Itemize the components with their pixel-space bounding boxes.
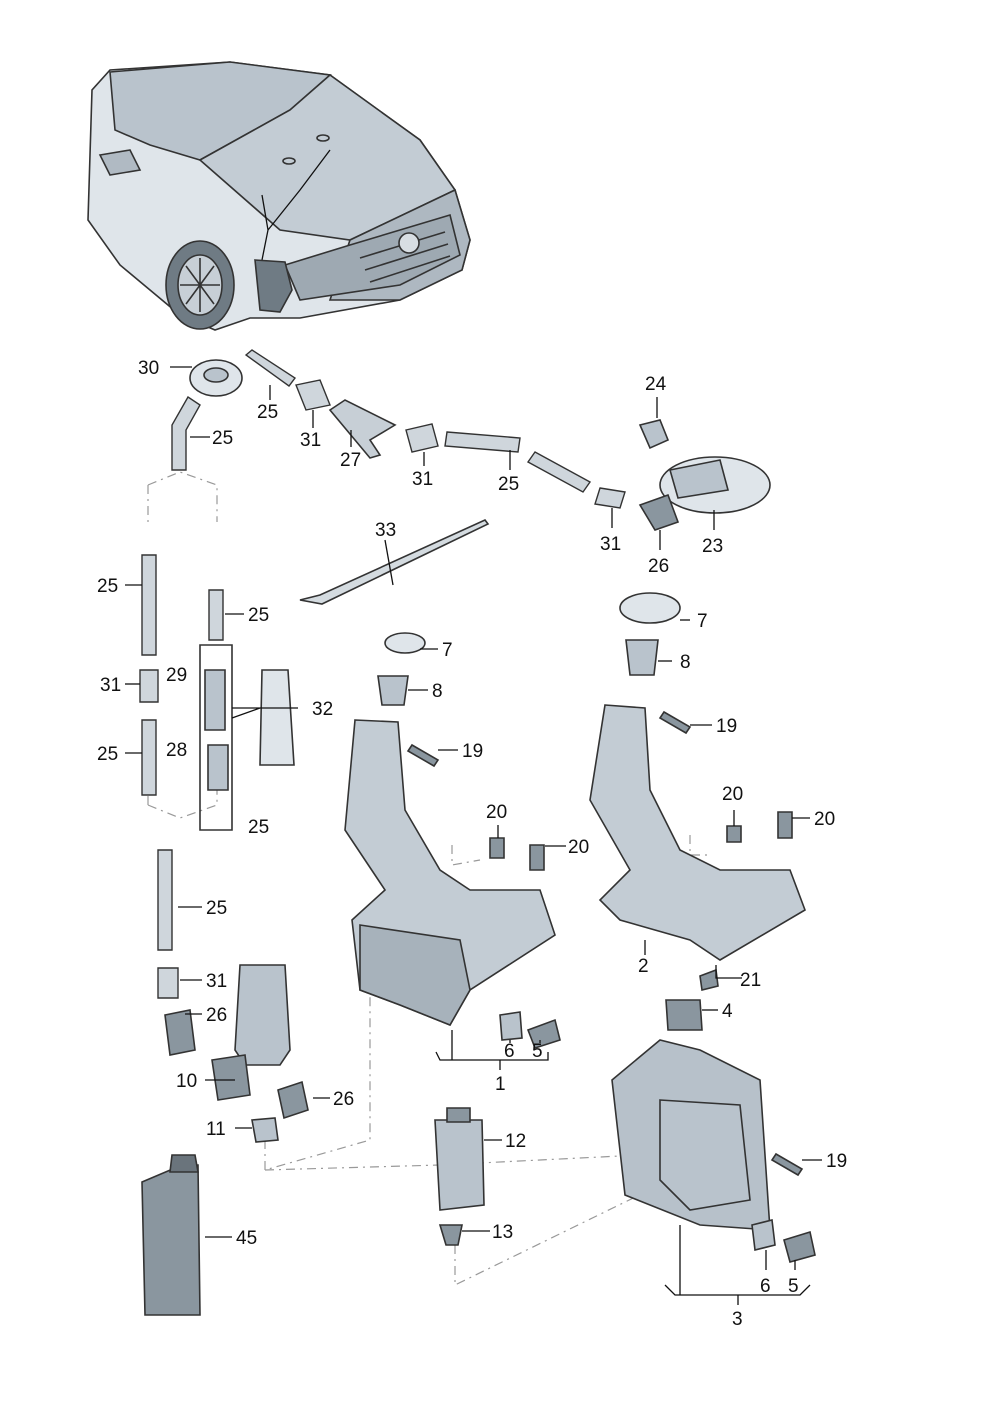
callout-19: 19 xyxy=(716,716,737,737)
callout-29: 29 xyxy=(166,665,187,686)
callout-13: 13 xyxy=(492,1222,513,1243)
callout-31: 31 xyxy=(412,469,433,490)
callout-30: 30 xyxy=(138,358,159,379)
pump-12 xyxy=(434,1107,485,1246)
callout-24: 24 xyxy=(645,374,667,395)
callout-25: 25 xyxy=(206,898,227,919)
callout-12: 12 xyxy=(505,1131,526,1152)
reservoir-2 xyxy=(589,592,816,1263)
callout-8: 8 xyxy=(680,652,691,673)
callout-31: 31 xyxy=(600,534,621,555)
callout-45: 45 xyxy=(236,1228,257,1249)
callout-5: 5 xyxy=(788,1276,799,1297)
callout-1: 1 xyxy=(495,1074,506,1095)
callout-6: 6 xyxy=(504,1041,515,1062)
callout-26: 26 xyxy=(206,1005,227,1026)
callout-26: 26 xyxy=(333,1089,354,1110)
callout-26: 26 xyxy=(648,556,669,577)
callout-20: 20 xyxy=(486,802,507,823)
callout-6: 6 xyxy=(760,1276,771,1297)
screws xyxy=(406,710,804,1177)
callout-4: 4 xyxy=(722,1001,733,1022)
callout-31: 31 xyxy=(206,971,227,992)
callout-2: 2 xyxy=(638,956,649,977)
callout-20: 20 xyxy=(814,809,835,830)
hose-lines xyxy=(139,349,626,999)
leader-lines xyxy=(125,366,822,1305)
vehicle-illustration xyxy=(87,61,471,331)
callout-31: 31 xyxy=(300,430,321,451)
callout-20: 20 xyxy=(722,784,743,805)
callout-25: 25 xyxy=(97,576,118,597)
callout-21: 21 xyxy=(740,970,761,991)
callout-7: 7 xyxy=(442,640,453,661)
callout-3: 3 xyxy=(732,1309,743,1330)
callout-33: 33 xyxy=(375,520,396,541)
callout-25: 25 xyxy=(212,428,233,449)
callout-27: 27 xyxy=(340,450,361,471)
callout-25: 25 xyxy=(248,817,269,838)
callout-5: 5 xyxy=(532,1041,543,1062)
callout-11: 11 xyxy=(206,1119,226,1140)
callout-31: 31 xyxy=(100,675,121,696)
reservoir-1 xyxy=(344,632,561,1049)
callout-20: 20 xyxy=(568,837,589,858)
callout-28: 28 xyxy=(166,740,187,761)
callout-25: 25 xyxy=(248,605,269,626)
callout-labels: 30 25 31 27 31 25 24 23 26 31 25 33 25 2… xyxy=(97,358,847,1330)
callout-32: 32 xyxy=(312,699,333,720)
callout-10: 10 xyxy=(176,1071,197,1092)
callout-23: 23 xyxy=(702,536,723,557)
callout-25: 25 xyxy=(257,402,278,423)
callout-7: 7 xyxy=(697,611,708,632)
callout-19: 19 xyxy=(826,1151,847,1172)
callout-25: 25 xyxy=(498,474,519,495)
callout-19: 19 xyxy=(462,741,483,762)
callout-8: 8 xyxy=(432,681,443,702)
callout-25: 25 xyxy=(97,744,118,765)
small-parts xyxy=(141,359,771,1316)
